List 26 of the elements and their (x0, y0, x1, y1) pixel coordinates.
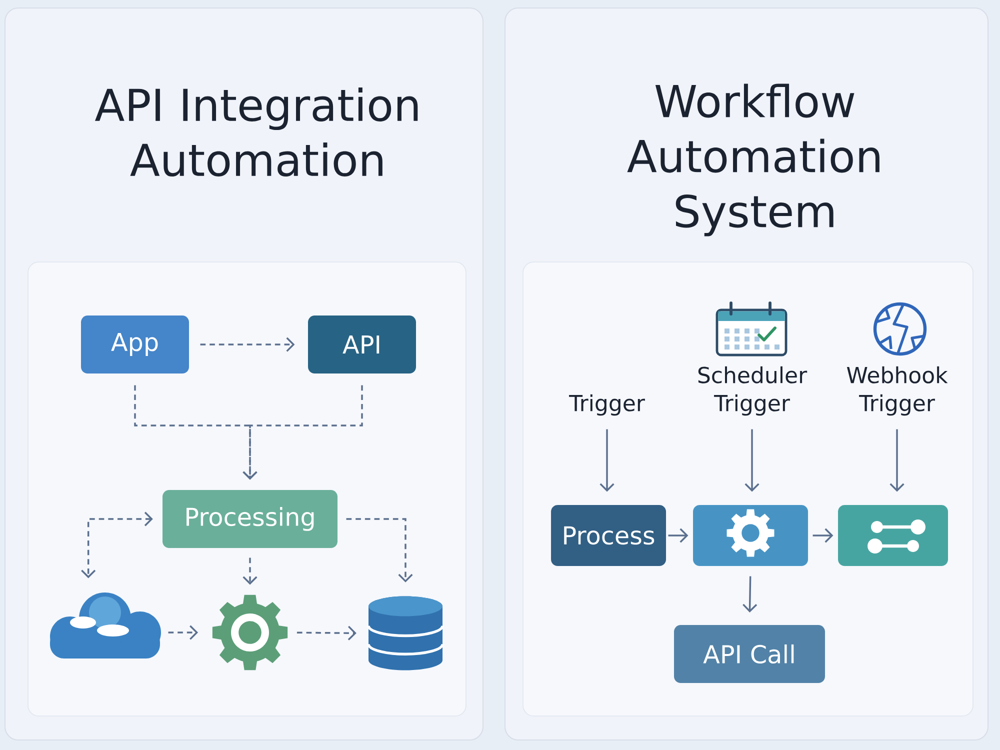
double-arrow (81, 512, 153, 578)
process-box: Processing (162, 490, 338, 548)
node-label: Webhook Trigger (846, 366, 948, 416)
arrow (200, 337, 295, 352)
arrow (168, 625, 198, 640)
arrow (668, 528, 688, 543)
process-box: API Call (674, 625, 825, 683)
process-box: Process (551, 505, 666, 566)
process-box: API (308, 316, 416, 374)
node-label: Scheduler Trigger (698, 366, 808, 416)
arrow (744, 429, 760, 492)
arrow (242, 385, 363, 480)
arrow (296, 626, 356, 640)
arrow (600, 429, 614, 492)
node-label: Trigger (569, 394, 645, 416)
heading: API Integration Automation (95, 87, 418, 177)
process-box: App (81, 316, 189, 374)
arrow (242, 558, 258, 585)
database-icon (367, 596, 444, 670)
arrow (890, 429, 904, 492)
arrow (812, 528, 834, 543)
arrow (742, 576, 758, 612)
heading: Workflow Automation System (627, 84, 880, 236)
cloud-icon (50, 592, 161, 659)
gear-icon (212, 594, 288, 670)
arrow (346, 518, 413, 582)
